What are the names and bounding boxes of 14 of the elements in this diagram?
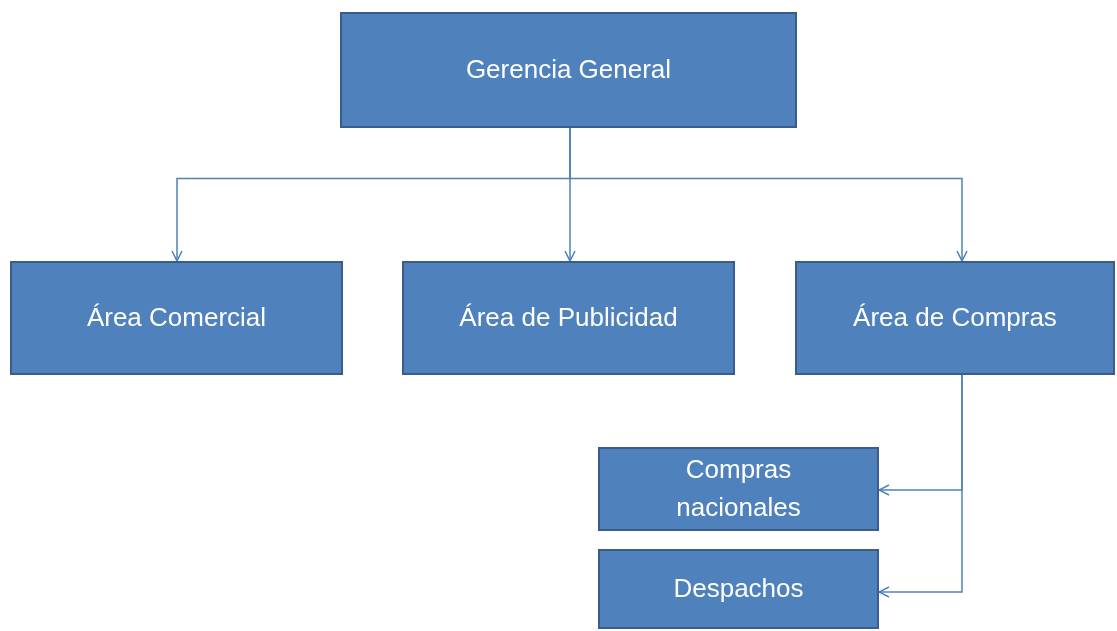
unit-name: Gerencia General	[465, 53, 672, 87]
unit-name: Despachos	[673, 572, 804, 606]
unit-name: Área de Compras	[853, 301, 1057, 335]
org-unit-box	[598, 447, 879, 531]
org-unit-box	[10, 261, 343, 375]
connector-arrow	[569, 127, 968, 262]
org-unit-box	[795, 261, 1115, 375]
connector-arrow	[878, 374, 963, 598]
org-unit-box	[402, 261, 735, 375]
org-unit-box	[340, 12, 797, 128]
unit-name: Compras nacionales	[675, 453, 802, 524]
org-unit-box	[598, 549, 879, 629]
unit-name: Área de Publicidad	[459, 301, 678, 335]
unit-name: Área Comercial	[86, 301, 267, 335]
